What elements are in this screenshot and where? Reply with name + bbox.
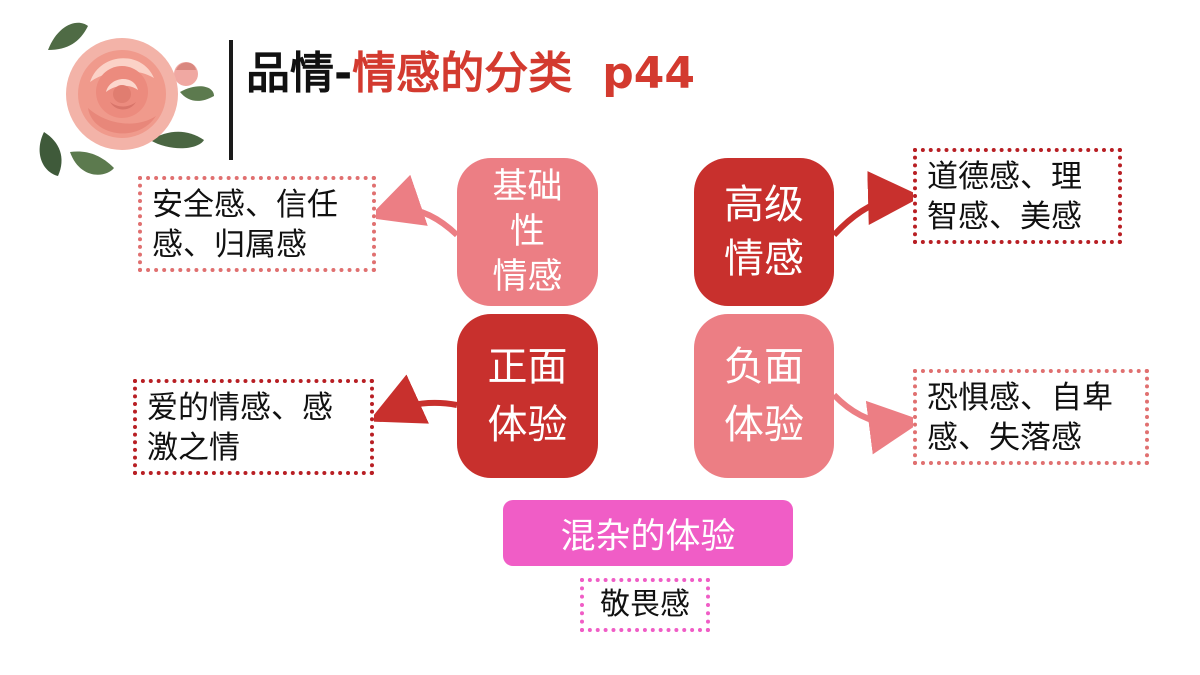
examples-advanced-line-1: 道德感、理 (927, 159, 1082, 195)
examples-negative-line-2: 感、失落感 (927, 420, 1082, 456)
arrow-negative-to-examples (831, 392, 923, 455)
node-negative-line-1: 负面 (724, 344, 804, 390)
examples-negative: 恐惧感、自卑 感、失落感 (913, 369, 1149, 465)
node-advanced-line-1: 高级 (724, 182, 804, 228)
title-topic: 情感的分类 (352, 48, 573, 99)
arrow-positive-to-examples (368, 374, 458, 424)
node-negative-experience: 负面 体验 (694, 314, 834, 478)
node-advanced-emotion: 高级 情感 (694, 158, 834, 306)
examples-negative-line-1: 恐惧感、自卑 (927, 380, 1113, 416)
node-basic-line-1: 基础 (492, 166, 563, 207)
examples-positive: 爱的情感、感 激之情 (133, 379, 374, 475)
node-advanced-line-2: 情感 (724, 236, 804, 282)
examples-basic-line-2: 感、归属感 (152, 227, 307, 263)
node-basic-line-2: 性 (509, 211, 545, 252)
title-divider (229, 40, 233, 160)
examples-basic-line-1: 安全感、信任 (152, 187, 338, 223)
node-mixed-label: 混杂的体验 (560, 516, 736, 557)
examples-advanced: 道德感、理 智感、美感 (913, 148, 1122, 244)
examples-mixed-line-1: 敬畏感 (600, 587, 690, 622)
examples-advanced-line-2: 智感、美感 (927, 199, 1082, 235)
examples-positive-line-2: 激之情 (147, 430, 240, 466)
node-basic-emotion: 基础 性 情感 (457, 158, 598, 306)
title-prefix: 品情- (246, 48, 353, 99)
node-negative-line-2: 体验 (724, 402, 804, 448)
rose-illustration-icon (39, 22, 214, 176)
node-positive-experience: 正面 体验 (457, 314, 598, 478)
node-positive-line-2: 体验 (487, 402, 568, 448)
examples-positive-line-1: 爱的情感、感 (147, 390, 333, 426)
node-basic-line-3: 情感 (492, 256, 563, 297)
title-page-number: p44 (602, 48, 695, 99)
node-mixed-experience: 混杂的体验 (503, 500, 793, 566)
arrow-advanced-to-examples (831, 171, 922, 238)
examples-mixed: 敬畏感 (580, 578, 710, 632)
examples-basic: 安全感、信任 感、归属感 (138, 176, 376, 272)
node-positive-line-1: 正面 (487, 344, 568, 390)
arrow-basic-to-examples (367, 174, 460, 238)
